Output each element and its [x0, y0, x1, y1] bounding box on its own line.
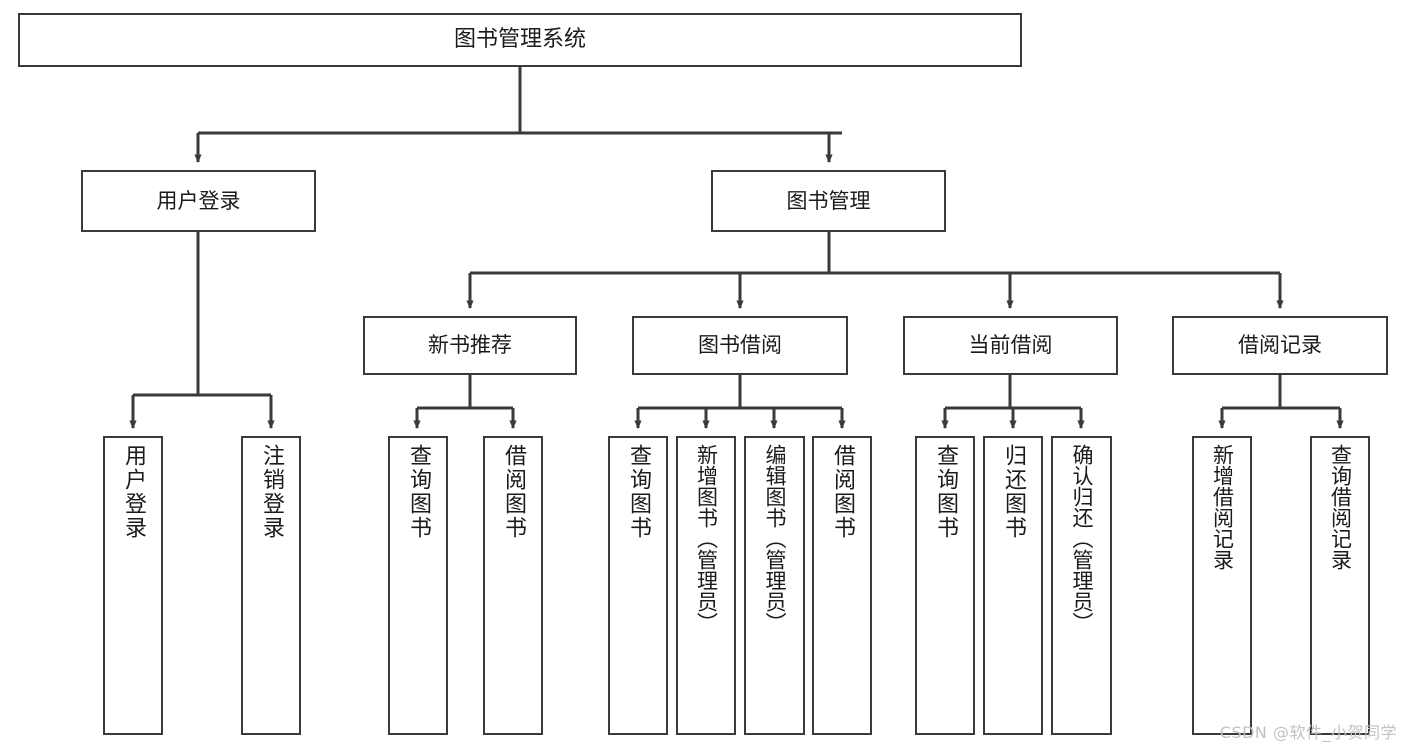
node-user-login[interactable]: 用户登录 [81, 170, 316, 232]
node-borrowing-records[interactable]: 借阅记录 [1172, 316, 1388, 375]
leaf-record-query-borrow-record[interactable]: 查询借阅记录 [1310, 436, 1370, 735]
node-book-borrowing[interactable]: 图书借阅 [632, 316, 848, 375]
node-label: 注销登录 [259, 444, 284, 540]
node-label: 编辑图书（管理员） [763, 444, 787, 633]
node-new-book-recommendation[interactable]: 新书推荐 [363, 316, 577, 375]
node-label: 确认归还（管理员） [1070, 444, 1094, 633]
node-label: 新书推荐 [428, 333, 512, 358]
node-label: 查询图书 [626, 444, 651, 540]
node-label: 图书管理系统 [453, 27, 586, 53]
watermark: CSDN @软件_小贺同学 [1219, 723, 1397, 742]
leaf-current-query-books[interactable]: 查询图书 [915, 436, 975, 735]
node-label: 新增图书（管理员） [694, 444, 719, 633]
leaf-borrow-borrow-books[interactable]: 借阅图书 [812, 436, 872, 735]
node-label: 借阅图书 [501, 444, 526, 540]
node-label: 借阅记录 [1238, 333, 1322, 358]
node-label: 归还图书 [1001, 444, 1026, 540]
node-root-book-management-system[interactable]: 图书管理系统 [18, 13, 1022, 67]
node-label: 查询图书 [933, 444, 958, 540]
leaf-current-return-books[interactable]: 归还图书 [983, 436, 1043, 735]
node-label: 图书管理 [786, 188, 871, 213]
node-label: 图书借阅 [698, 333, 782, 358]
leaf-borrow-add-book-admin[interactable]: 新增图书（管理员） [676, 436, 736, 735]
leaf-new-book-borrow-books[interactable]: 借阅图书 [483, 436, 543, 735]
leaf-borrow-query-books[interactable]: 查询图书 [608, 436, 668, 735]
node-label: 用户登录 [156, 188, 241, 213]
node-label: 新增借阅记录 [1210, 444, 1235, 570]
node-label: 查询图书 [406, 444, 431, 540]
node-label: 用户登录 [121, 444, 146, 540]
leaf-record-add-borrow-record[interactable]: 新增借阅记录 [1192, 436, 1252, 735]
node-current-borrowing[interactable]: 当前借阅 [903, 316, 1118, 375]
leaf-user-login-logout[interactable]: 注销登录 [241, 436, 301, 735]
leaf-current-confirm-return-admin[interactable]: 确认归还（管理员） [1051, 436, 1112, 735]
node-label: 查询借阅记录 [1328, 444, 1353, 570]
node-label: 当前借阅 [968, 333, 1053, 358]
leaf-borrow-edit-book-admin[interactable]: 编辑图书（管理员） [744, 436, 805, 735]
leaf-user-login-login[interactable]: 用户登录 [103, 436, 163, 735]
node-label: 借阅图书 [830, 444, 855, 540]
node-book-management[interactable]: 图书管理 [711, 170, 946, 232]
leaf-new-book-query-books[interactable]: 查询图书 [388, 436, 448, 735]
